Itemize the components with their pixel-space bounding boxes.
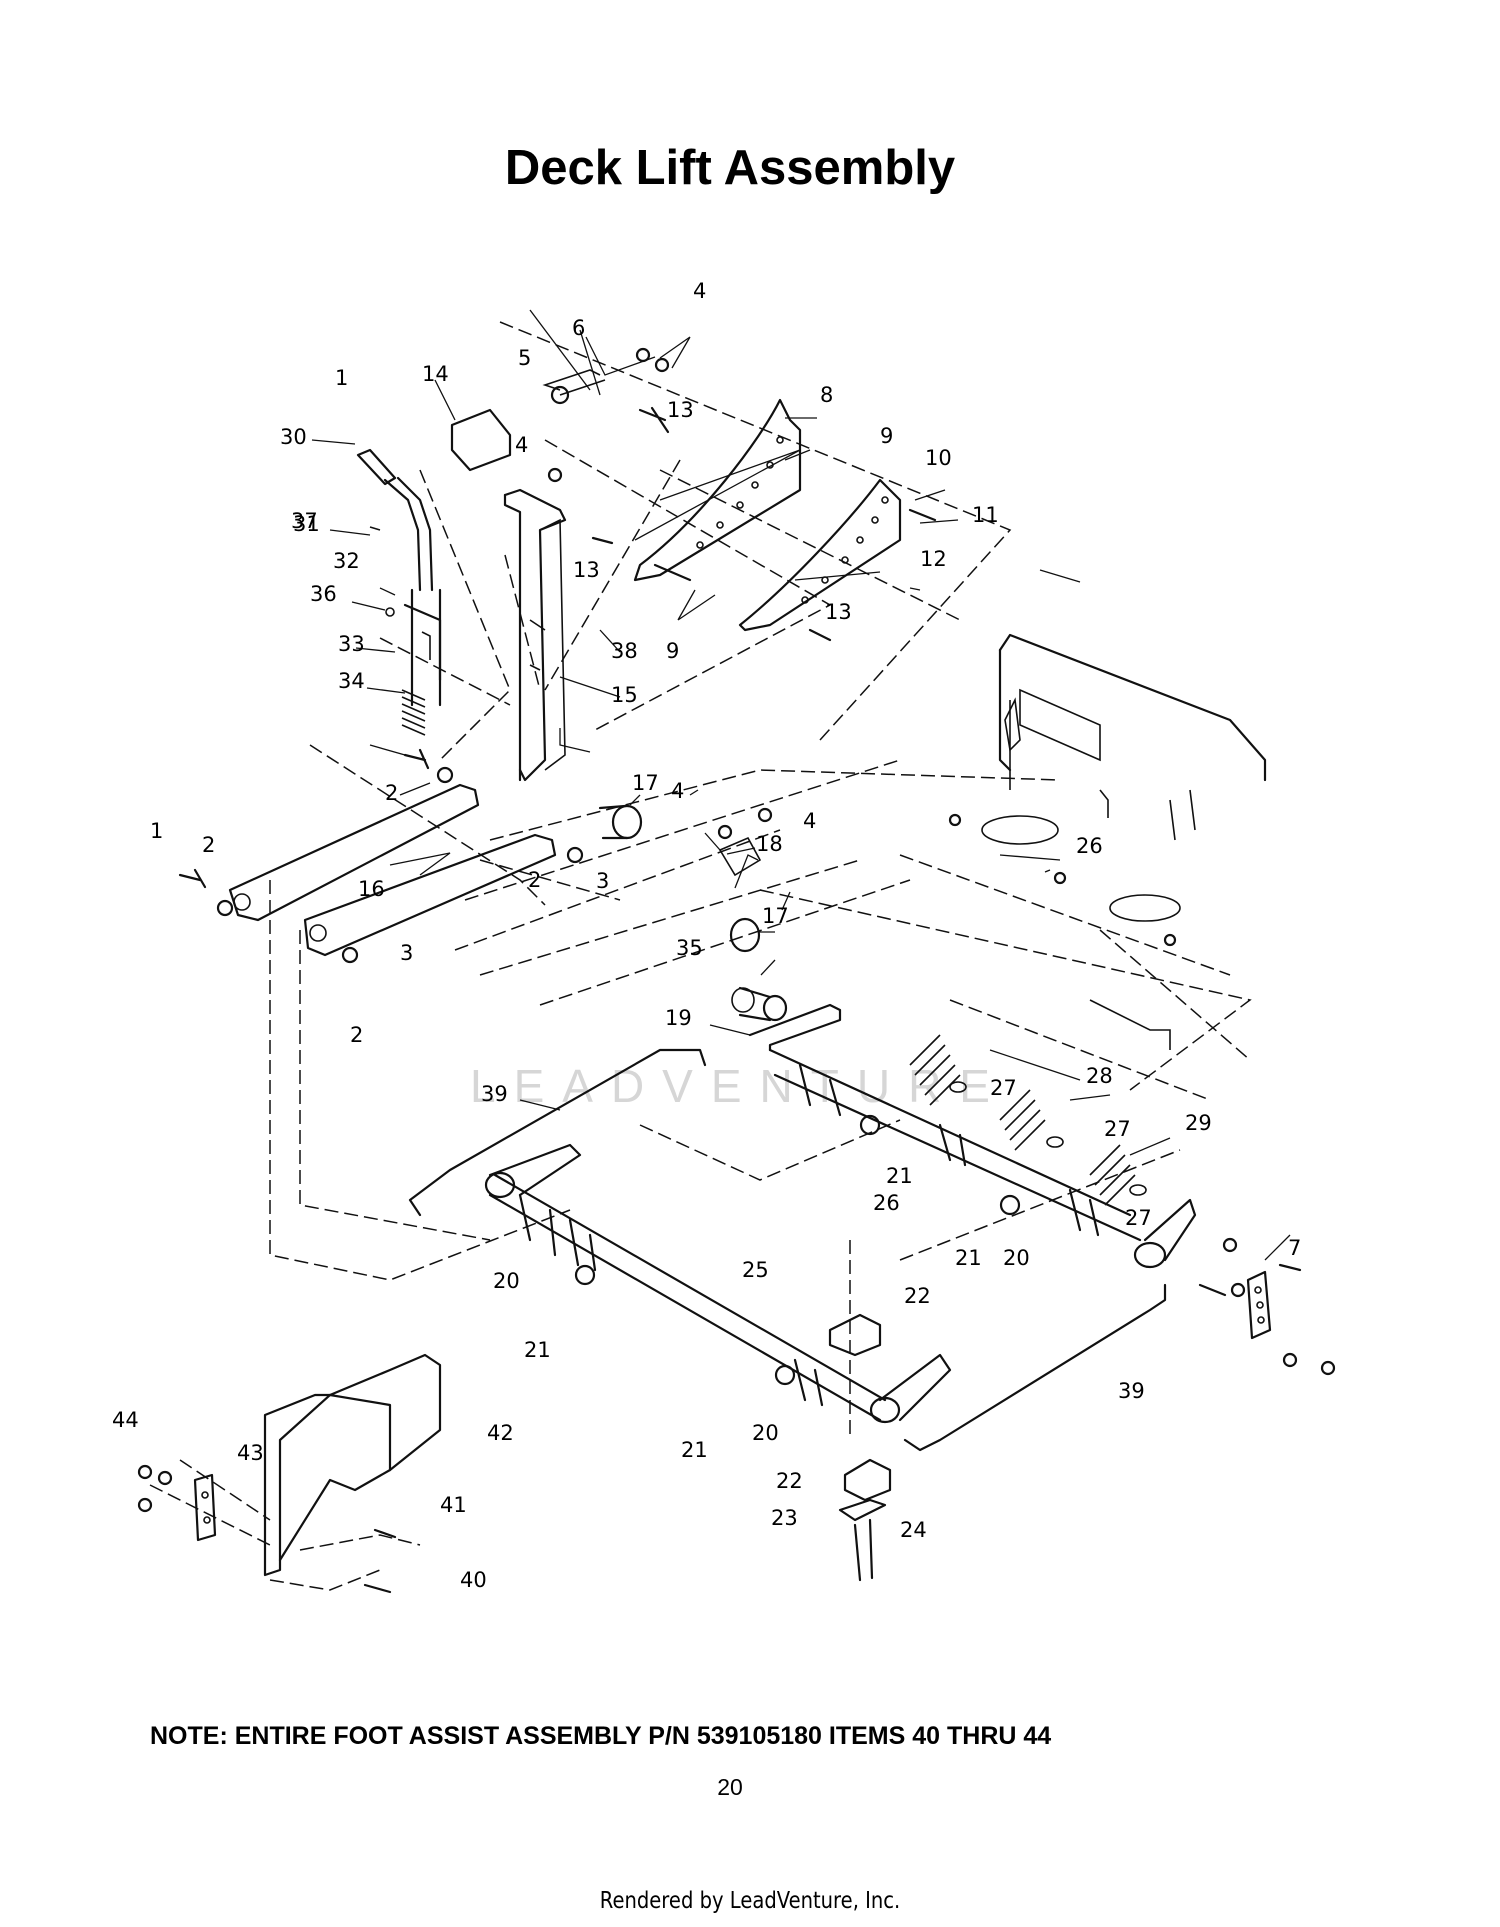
callout-39: 39 [1118, 1379, 1145, 1403]
callout-44: 44 [112, 1408, 139, 1432]
callout-4: 4 [515, 433, 528, 457]
callout-13: 13 [667, 398, 694, 422]
callout-32: 32 [333, 549, 360, 573]
callout-21: 21 [524, 1338, 551, 1362]
callout-9: 9 [666, 639, 679, 663]
callout-18: 18 [756, 832, 783, 856]
callout-30: 30 [280, 425, 307, 449]
callout-2: 2 [202, 833, 215, 857]
callout-15: 15 [611, 683, 638, 707]
lift-links [228, 783, 557, 957]
callout-38: 38 [611, 639, 638, 663]
callout-12: 12 [920, 547, 947, 571]
callout-1: 1 [150, 819, 163, 843]
callout-4: 4 [803, 809, 816, 833]
callout-17: 17 [762, 904, 789, 928]
callout-19: 19 [665, 1006, 692, 1030]
shaft-brackets [828, 1313, 892, 1582]
callout-33: 33 [338, 632, 365, 656]
callout-2: 2 [385, 781, 398, 805]
height-chain [1246, 1270, 1272, 1340]
callout-26: 26 [873, 1191, 900, 1215]
height-quadrant-plates [542, 369, 902, 632]
callout-11: 11 [972, 503, 999, 527]
callout-20: 20 [1003, 1246, 1030, 1270]
callout-20: 20 [752, 1421, 779, 1445]
callout-7: 7 [1288, 1236, 1301, 1260]
callout-5: 5 [518, 346, 531, 370]
callout-3: 3 [596, 869, 609, 893]
callout-24: 24 [900, 1518, 927, 1542]
callout-27: 27 [990, 1076, 1017, 1100]
foot-assist-assembly [193, 1353, 442, 1577]
callout-39: 39 [481, 1082, 508, 1106]
assist-springs [909, 1034, 1147, 1206]
callout-36: 36 [310, 582, 337, 606]
callout-29: 29 [1185, 1111, 1212, 1135]
callout-13: 13 [825, 600, 852, 624]
callout-1: 1 [335, 366, 348, 390]
callout-43: 43 [237, 1441, 264, 1465]
callout-22: 22 [776, 1469, 803, 1493]
page-title: Deck Lift Assembly [504, 141, 956, 195]
callout-41: 41 [440, 1493, 467, 1517]
callout-26: 26 [1076, 834, 1103, 858]
callout-37: 37 [291, 509, 318, 533]
page-number: 20 [717, 1774, 743, 1800]
assembly-guide-lines [149, 321, 1252, 1591]
callout-labels: 1 1 2 2 2 2 3 3 4 4 4 4 5 6 7 8 9 9 10 1… [112, 279, 1301, 1592]
callout-20: 20 [493, 1269, 520, 1293]
callout-17: 17 [632, 771, 659, 795]
callout-9: 9 [880, 424, 893, 448]
pivot-spacers [598, 804, 788, 1022]
callout-4: 4 [693, 279, 706, 303]
assembly-note: NOTE: ENTIRE FOOT ASSIST ASSEMBLY P/N 53… [150, 1722, 1052, 1750]
callout-34: 34 [338, 669, 365, 693]
callout-2: 2 [350, 1023, 363, 1047]
hardware [137, 347, 1336, 1594]
callout-40: 40 [460, 1568, 487, 1592]
callout-42: 42 [487, 1421, 514, 1445]
callout-31: 31 [293, 512, 320, 536]
callout-16: 16 [358, 877, 385, 901]
callout-23: 23 [771, 1506, 798, 1530]
cross-shaft [408, 1048, 1167, 1452]
callout-35: 35 [676, 936, 703, 960]
mower-frame [981, 633, 1267, 1050]
callout-21: 21 [955, 1246, 982, 1270]
callout-28: 28 [1086, 1064, 1113, 1088]
lift-handle-group [356, 448, 442, 736]
callout-8: 8 [820, 383, 833, 407]
callout-25: 25 [742, 1258, 769, 1282]
callout-10: 10 [925, 446, 952, 470]
callout-27: 27 [1125, 1206, 1152, 1230]
callout-6: 6 [572, 316, 585, 340]
callout-4: 4 [671, 779, 684, 803]
callout-22: 22 [904, 1284, 931, 1308]
callout-2: 2 [528, 868, 541, 892]
callout-21: 21 [886, 1164, 913, 1188]
callout-21: 21 [681, 1438, 708, 1462]
callout-3: 3 [400, 941, 413, 965]
footer-credit: Rendered by LeadVenture, Inc. [599, 1888, 901, 1914]
watermark: LEADVENTURE [470, 1060, 1008, 1112]
pedal-lever [450, 408, 567, 782]
callout-27: 27 [1104, 1117, 1131, 1141]
rockshaft [748, 1003, 1197, 1269]
callout-leader-lines [311, 309, 1291, 1261]
callout-14: 14 [422, 362, 449, 386]
callout-13: 13 [573, 558, 600, 582]
